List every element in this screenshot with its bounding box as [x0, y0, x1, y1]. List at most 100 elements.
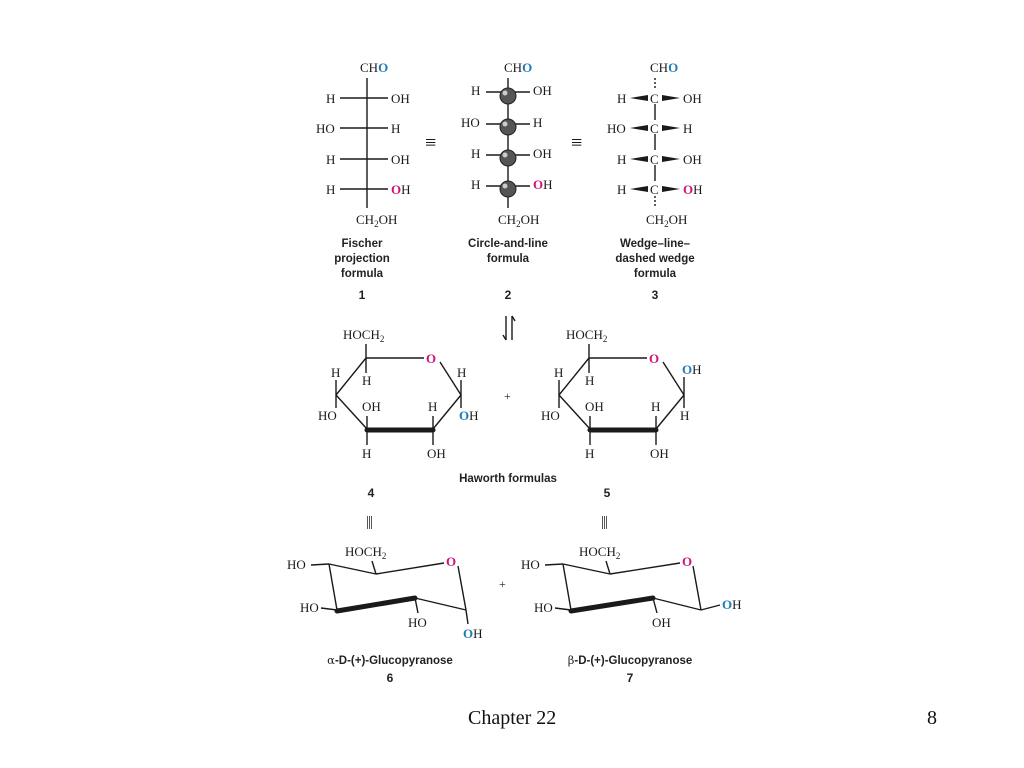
chair-alpha: HOCH2 O HO HO HO OH α-D-(+)-Glucopyranos… — [287, 544, 483, 685]
haworth5-ring-o: O — [649, 351, 659, 366]
chair-beta: HOCH2 O HO HO OH OH β-D-(+)-Glucopyranos… — [521, 544, 742, 685]
chair6-number: 6 — [387, 671, 394, 685]
haworth4-h3: H — [457, 365, 466, 380]
fischer-r1-left: H — [326, 91, 335, 106]
circle-r3-right: OH — [533, 146, 552, 161]
chair-plus: + — [499, 577, 506, 591]
wedge-number: 3 — [652, 288, 659, 302]
fischer-r3-right: OH — [391, 152, 410, 167]
chair7-number: 7 — [627, 671, 634, 685]
haworth5-ho: HO — [541, 408, 560, 423]
footer-chapter: Chapter 22 — [468, 707, 557, 729]
circle-and-line-formula: CHO H OH HO H H OH H OH CH2OH Circle-and… — [461, 60, 553, 302]
wedge-bottom: CH2OH — [646, 212, 687, 229]
haworth-caption: Haworth formulas — [459, 473, 557, 485]
wedge-c3: C — [650, 152, 659, 167]
wedge-r2-left: HO — [607, 121, 626, 136]
fischer-projection: CHO H OH HO H H OH H OH CH2OH Fischer pr… — [316, 60, 411, 302]
wedge-formula: CHO C C C C H OH HO H H OH H OH CH2OH We… — [607, 60, 703, 302]
wedge-caption-1: Wedge–line– — [620, 238, 691, 250]
wedge-r3-left: H — [617, 152, 626, 167]
equiv-symbol-2: ≡ — [571, 132, 582, 154]
haworth-plus: + — [504, 389, 511, 403]
haworth5-h4: H — [585, 446, 594, 461]
chair7-oh: OH — [652, 615, 671, 630]
haworth-beta: HOCH2 O H H HO OH H OH H H OH 5 — [541, 327, 702, 500]
chair6-anomer-oh: OH — [463, 626, 483, 641]
equiv-vertical-left: ||| — [366, 514, 372, 530]
circle-caption-2: formula — [487, 253, 530, 265]
haworth4-oh1: OH — [362, 399, 381, 414]
chair6-ring-o: O — [446, 554, 456, 569]
haworth5-hoch: HOCH2 — [566, 327, 607, 344]
haworth5-h2: H — [554, 365, 563, 380]
chair7-ring-o: O — [682, 554, 692, 569]
haworth4-oh2: OH — [427, 446, 446, 461]
fischer-top: CHO — [360, 60, 388, 75]
haworth5-h3: H — [680, 408, 689, 423]
equilibrium-arrows — [502, 315, 516, 341]
chair7-anomer-oh: OH — [722, 597, 742, 612]
haworth4-h4: H — [362, 446, 371, 461]
fischer-r2-right: H — [391, 121, 400, 136]
wedge-r1-right: OH — [683, 91, 702, 106]
equiv-symbol-1: ≡ — [425, 132, 436, 154]
haworth4-ho: HO — [318, 408, 337, 423]
haworth4-ring-o: O — [426, 351, 436, 366]
wedge-top: CHO — [650, 60, 678, 75]
chair7-ho2: HO — [534, 600, 553, 615]
fischer-r4-left: H — [326, 182, 335, 197]
fischer-r2-left: HO — [316, 121, 335, 136]
circle-bottom: CH2OH — [498, 212, 539, 229]
wedge-c2: C — [650, 121, 659, 136]
chair6-ho2: HO — [300, 600, 319, 615]
fischer-caption-2: projection — [334, 253, 390, 265]
fischer-number: 1 — [359, 288, 366, 302]
circle-number: 2 — [505, 288, 512, 302]
circle-r2-right: H — [533, 115, 542, 130]
wedge-c4: C — [650, 182, 659, 197]
wedge-c1: C — [650, 91, 659, 106]
chair7-caption: β-D-(+)-Glucopyranose — [568, 653, 693, 667]
haworth5-number: 5 — [604, 486, 611, 500]
footer-page-number: 8 — [927, 707, 937, 729]
wedge-caption-2: dashed wedge — [615, 253, 694, 265]
haworth5-h1: H — [585, 373, 594, 388]
fischer-r3-left: H — [326, 152, 335, 167]
fischer-caption-1: Fischer — [342, 238, 383, 250]
wedge-caption-3: formula — [634, 268, 677, 280]
haworth4-number: 4 — [368, 486, 375, 500]
chair6-ho3: HO — [408, 615, 427, 630]
circle-r1-left: H — [471, 83, 480, 98]
haworth5-h5: H — [651, 399, 660, 414]
haworth4-h5: H — [428, 399, 437, 414]
fischer-bottom: CH2OH — [356, 212, 397, 229]
circle-r2-left: HO — [461, 115, 480, 130]
wedge-r4-left: H — [617, 182, 626, 197]
haworth4-h1: H — [362, 373, 371, 388]
haworth4-anomer-oh: OH — [459, 408, 479, 423]
haworth4-h2: H — [331, 365, 340, 380]
circle-top: CHO — [504, 60, 532, 75]
chair7-ho1: HO — [521, 557, 540, 572]
circle-r1-right: OH — [533, 83, 552, 98]
haworth5-oh1: OH — [585, 399, 604, 414]
haworth5-anomer-oh: OH — [682, 362, 702, 377]
circle-caption-1: Circle-and-line — [468, 238, 548, 250]
chair6-hoch: HOCH2 — [345, 544, 386, 561]
fischer-r4-right: OH — [391, 182, 411, 197]
equiv-vertical-right: ||| — [601, 514, 607, 530]
circle-r4-left: H — [471, 177, 480, 192]
wedge-r3-right: OH — [683, 152, 702, 167]
chair6-ho1: HO — [287, 557, 306, 572]
circle-r3-left: H — [471, 146, 480, 161]
wedge-r1-left: H — [617, 91, 626, 106]
haworth4-hoch: HOCH2 — [343, 327, 384, 344]
circle-r4-right: OH — [533, 177, 553, 192]
chair7-hoch: HOCH2 — [579, 544, 620, 561]
haworth-alpha: HOCH2 O H H HO H OH OH H H OH 4 — [318, 327, 479, 500]
wedge-r4-right: OH — [683, 182, 703, 197]
chair6-caption: α-D-(+)-Glucopyranose — [327, 653, 453, 667]
haworth5-oh2: OH — [650, 446, 669, 461]
